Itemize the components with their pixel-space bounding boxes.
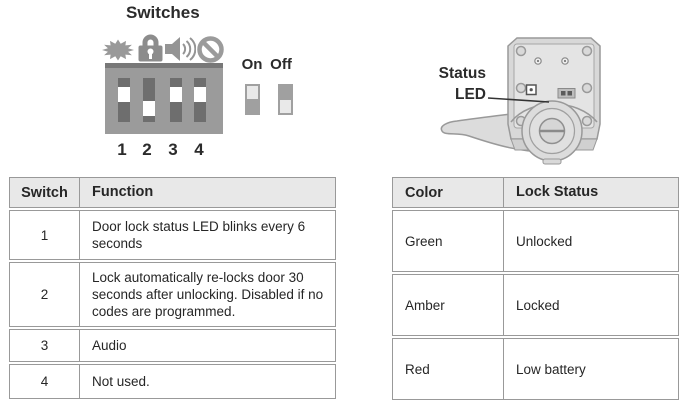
led-color-cell: Green bbox=[392, 210, 503, 272]
switch-function-cell: Lock automatically re-locks door 30 seco… bbox=[79, 262, 336, 327]
table-header-row: Switch Function bbox=[9, 177, 336, 208]
status-led-label: Status LED bbox=[420, 63, 486, 105]
led-blink-icon bbox=[101, 39, 135, 66]
legend-on-switch bbox=[245, 84, 260, 115]
lock-status-cell: Unlocked bbox=[503, 210, 679, 272]
lock-status-cell: Locked bbox=[503, 274, 679, 336]
audio-icon bbox=[165, 36, 197, 67]
status-led-pointer-line bbox=[487, 97, 550, 103]
dip-switch-4-number: 4 bbox=[194, 140, 204, 159]
table-row: Green Unlocked bbox=[392, 210, 679, 272]
dip-switch-4 bbox=[194, 78, 206, 122]
table-header-row: Color Lock Status bbox=[392, 177, 679, 208]
dip-switch-3-number: 3 bbox=[168, 140, 178, 159]
legend-on-label: On bbox=[241, 56, 263, 73]
legend-on-switch-nub bbox=[247, 86, 258, 99]
switch-function-cell: Audio bbox=[79, 329, 336, 362]
dip-switch-2 bbox=[143, 78, 155, 122]
led-color-cell: Red bbox=[392, 338, 503, 400]
table-row: 4 Not used. bbox=[9, 364, 336, 399]
status-led-label-line2: LED bbox=[455, 86, 486, 103]
switches-title: Switches bbox=[126, 3, 200, 22]
legend-off-switch bbox=[278, 84, 293, 115]
lock-icon bbox=[137, 33, 164, 67]
dip-switch-1 bbox=[118, 78, 130, 122]
dip-switch-3-nub bbox=[170, 87, 182, 102]
color-column-header: Color bbox=[392, 177, 503, 208]
table-row: Red Low battery bbox=[392, 338, 679, 400]
door-lock-illustration bbox=[435, 36, 610, 173]
legend-off-switch-nub bbox=[280, 100, 291, 113]
switch-column-header: Switch bbox=[9, 177, 79, 208]
dip-switch-2-nub bbox=[143, 101, 155, 116]
dip-switch-1-nub bbox=[118, 87, 130, 102]
switch-number-cell: 4 bbox=[9, 364, 79, 399]
disabled-icon bbox=[197, 36, 224, 68]
dip-switch-1-number: 1 bbox=[117, 140, 127, 159]
lock-status-column-header: Lock Status bbox=[503, 177, 679, 208]
led-color-cell: Amber bbox=[392, 274, 503, 336]
switch-function-cell: Not used. bbox=[79, 364, 336, 399]
switch-number-cell: 2 bbox=[9, 262, 79, 327]
function-column-header: Function bbox=[79, 177, 336, 208]
legend-off-label: Off bbox=[270, 56, 292, 73]
dip-switch-2-number: 2 bbox=[142, 140, 152, 159]
led-color-table: Color Lock Status Green Unlocked Amber L… bbox=[392, 175, 679, 402]
dip-switch-4-nub bbox=[194, 87, 206, 102]
switch-number-cell: 1 bbox=[9, 210, 79, 260]
table-row: Amber Locked bbox=[392, 274, 679, 336]
switch-function-table: Switch Function 1 Door lock status LED b… bbox=[9, 175, 336, 401]
status-led-label-line1: Status bbox=[438, 65, 486, 82]
dip-switch-3 bbox=[170, 78, 182, 122]
lock-status-cell: Low battery bbox=[503, 338, 679, 400]
switch-function-cell: Door lock status LED blinks every 6 seco… bbox=[79, 210, 336, 260]
table-row: 1 Door lock status LED blinks every 6 se… bbox=[9, 210, 336, 260]
switch-number-cell: 3 bbox=[9, 329, 79, 362]
table-row: 3 Audio bbox=[9, 329, 336, 362]
table-row: 2 Lock automatically re-locks door 30 se… bbox=[9, 262, 336, 327]
dip-switch-panel bbox=[105, 63, 223, 134]
